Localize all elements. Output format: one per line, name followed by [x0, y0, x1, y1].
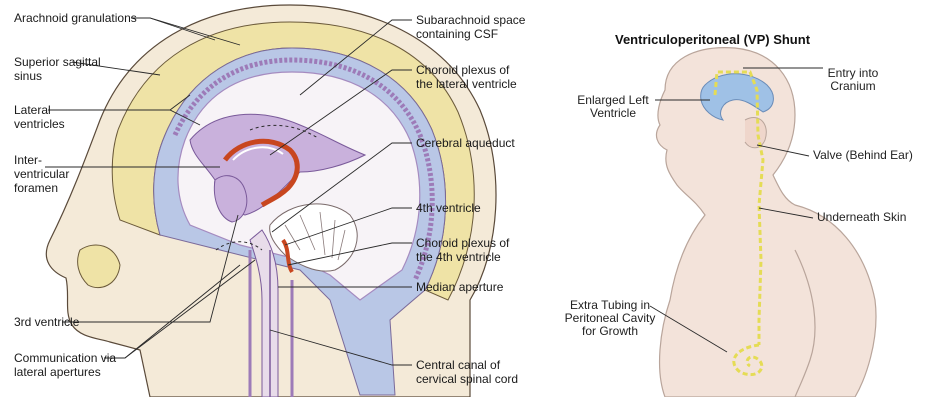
label-superior-sagittal-sinus: Superior sagittal sinus	[14, 55, 101, 83]
csf-circulation-diagram: Arachnoid granulations Superior sagittal…	[0, 0, 545, 397]
label-choroid-plexus-lateral: Choroid plexus of the lateral ventricle	[416, 63, 517, 91]
label-arachnoid-granulations: Arachnoid granulations	[14, 11, 137, 25]
label-central-canal: Central canal of cervical spinal cord	[416, 358, 518, 386]
label-median-aperture: Median aperture	[416, 280, 503, 294]
label-interventricular-foramen: Inter- ventricular foramen	[14, 153, 69, 195]
vp-shunt-diagram: Ventriculoperitoneal (VP) Shunt Enlarged…	[545, 0, 939, 397]
label-lateral-ventricles: Lateral ventricles	[14, 103, 65, 131]
label-underneath-skin: Underneath Skin	[817, 211, 906, 224]
label-valve-behind-ear: Valve (Behind Ear)	[813, 149, 913, 162]
label-extra-tubing: Extra Tubing in Peritoneal Cavity for Gr…	[555, 299, 665, 338]
label-third-ventricle: 3rd ventricle	[14, 315, 79, 329]
label-entry-into-cranium: Entry into Cranium	[805, 67, 901, 93]
label-choroid-plexus-fourth: Choroid plexus of the 4th ventricle	[416, 236, 509, 264]
label-communication-lateral-apertures: Communication via lateral apertures	[14, 351, 116, 379]
label-fourth-ventricle: 4th ventricle	[416, 201, 481, 215]
label-cerebral-aqueduct: Cerebral aqueduct	[416, 136, 515, 150]
child-ear	[745, 118, 766, 148]
label-subarachnoid-space: Subarachnoid space containing CSF	[416, 13, 525, 41]
label-enlarged-left-ventricle: Enlarged Left Ventricle	[565, 94, 661, 120]
vp-shunt-title: Ventriculoperitoneal (VP) Shunt	[615, 32, 810, 47]
